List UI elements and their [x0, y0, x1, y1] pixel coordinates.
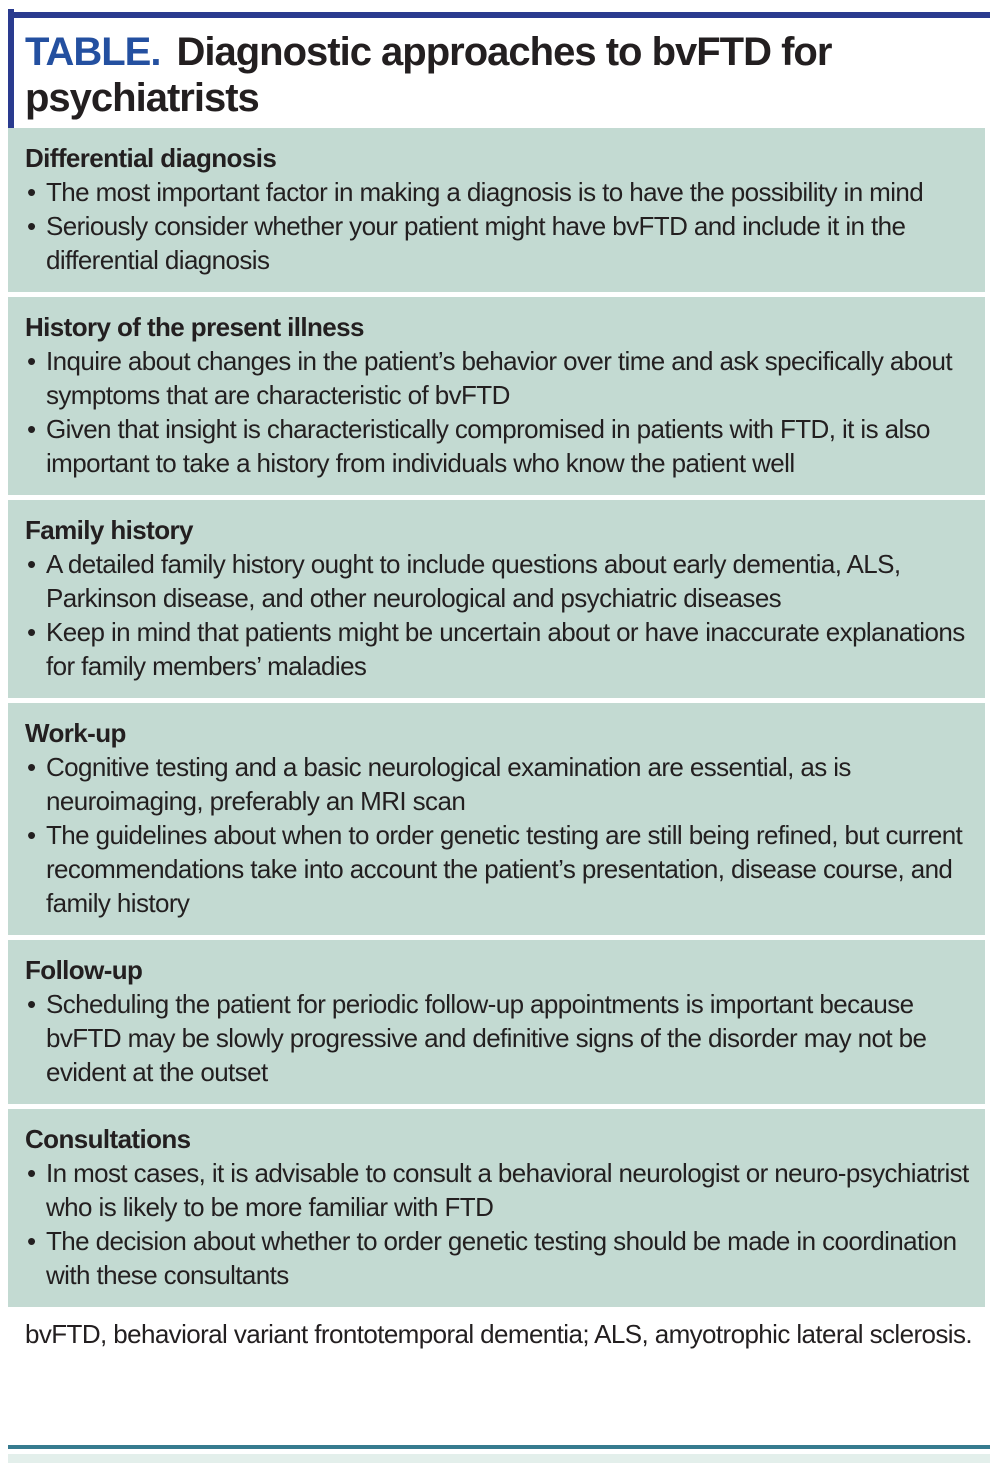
page-title: TABLE.Diagnostic approaches to bvFTD for…: [25, 29, 955, 121]
bullet-list: Scheduling the patient for periodic foll…: [25, 987, 969, 1089]
bullet-list: A detailed family history ought to inclu…: [25, 547, 969, 683]
bullet-list: Cognitive testing and a basic neurologic…: [25, 750, 969, 920]
section-heading: Family history: [25, 515, 193, 545]
bullet-item: Keep in mind that patients might be unce…: [25, 615, 969, 683]
bullet-item: The decision about whether to order gene…: [25, 1224, 969, 1292]
bullet-item: The most important factor in making a di…: [25, 175, 969, 209]
bullet-item: Inquire about changes in the patient’s b…: [25, 344, 969, 412]
section-family-history: Family history A detailed family history…: [8, 500, 985, 698]
bullet-item: The guidelines about when to order genet…: [25, 818, 969, 920]
section-heading: History of the present illness: [25, 312, 364, 342]
section-consultations: Consultations In most cases, it is advis…: [8, 1109, 985, 1307]
bullet-list: The most important factor in making a di…: [25, 175, 969, 277]
table-label: TABLE.: [25, 30, 161, 74]
sections-container: Differential diagnosis The most importan…: [8, 128, 985, 1307]
bullet-item: Given that insight is characteristically…: [25, 412, 969, 480]
bottom-strip: [8, 1454, 990, 1463]
top-border-rule: [8, 12, 990, 18]
section-follow-up: Follow-up Scheduling the patient for per…: [8, 940, 985, 1104]
table-page: TABLE.Diagnostic approaches to bvFTD for…: [0, 9, 1000, 1463]
section-heading: Consultations: [25, 1124, 191, 1154]
bottom-border-rule: [8, 1445, 990, 1449]
title-block: TABLE.Diagnostic approaches to bvFTD for…: [8, 9, 1000, 128]
footnote-abbreviations: bvFTD, behavioral variant frontotemporal…: [8, 1317, 1000, 1351]
bullet-list: Inquire about changes in the patient’s b…: [25, 344, 969, 480]
section-history-of-present-illness: History of the present illness Inquire a…: [8, 297, 985, 495]
bullet-item: Seriously consider whether your patient …: [25, 209, 969, 277]
bullet-item: Cognitive testing and a basic neurologic…: [25, 750, 969, 818]
bullet-list: In most cases, it is advisable to consul…: [25, 1156, 969, 1292]
section-heading: Work-up: [25, 718, 126, 748]
bullet-item: Scheduling the patient for periodic foll…: [25, 987, 969, 1089]
page-title-text: Diagnostic approaches to bvFTD for psych…: [25, 30, 832, 120]
section-heading: Follow-up: [25, 955, 143, 985]
bullet-item: A detailed family history ought to inclu…: [25, 547, 969, 615]
section-differential-diagnosis: Differential diagnosis The most importan…: [8, 128, 985, 292]
section-heading: Differential diagnosis: [25, 143, 277, 173]
bullet-item: In most cases, it is advisable to consul…: [25, 1156, 969, 1224]
section-work-up: Work-up Cognitive testing and a basic ne…: [8, 703, 985, 935]
